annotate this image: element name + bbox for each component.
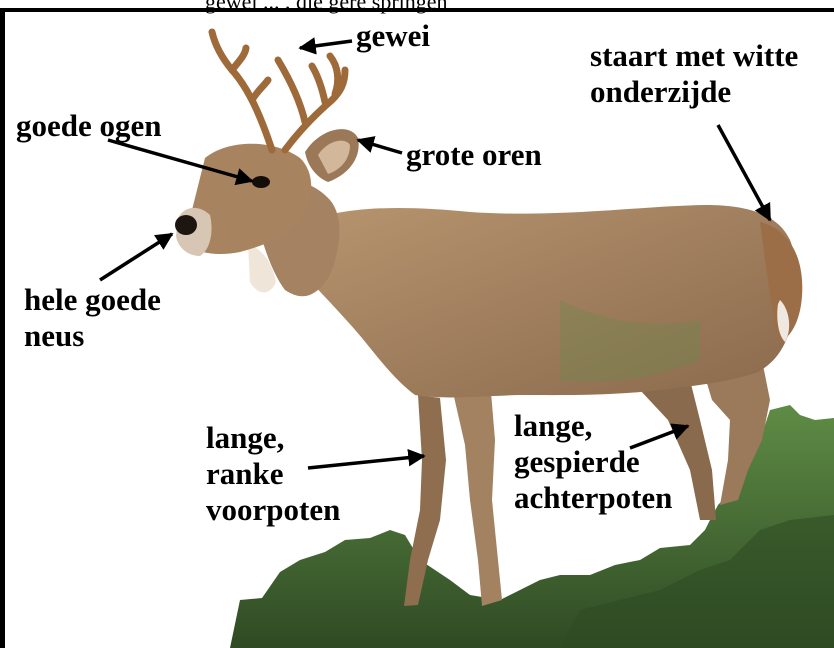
label-achterpoten-line1: lange, [514,408,672,444]
label-voorpoten-line3: voorpoten [206,492,340,528]
label-staart-line2: onderzijde [590,74,798,110]
deer-body [290,205,797,397]
antlers [212,32,345,150]
label-achterpoten: lange, gespierde achterpoten [514,408,672,516]
label-ogen: goede ogen [16,108,162,144]
arrow-staart [718,125,770,220]
label-neus-line1: hele goede [24,282,161,318]
arrow-gewei [300,41,352,48]
label-voorpoten-line1: lange, [206,420,340,456]
label-staart: staart met witte onderzijde [590,38,798,110]
label-achterpoten-line2: gespierde [514,444,672,480]
label-staart-line1: staart met witte [590,38,798,74]
eye [252,176,270,188]
arrow-oren [358,140,402,153]
arrow-neus [100,234,172,280]
label-oren: grote oren [406,137,542,173]
label-achterpoten-line3: achterpoten [514,480,672,516]
label-voorpoten: lange, ranke voorpoten [206,420,340,528]
label-voorpoten-line2: ranke [206,456,340,492]
nose [175,215,197,235]
label-gewei: gewei [356,18,430,54]
label-neus-line2: neus [24,318,161,354]
label-neus: hele goede neus [24,282,161,354]
front-leg [452,380,502,606]
